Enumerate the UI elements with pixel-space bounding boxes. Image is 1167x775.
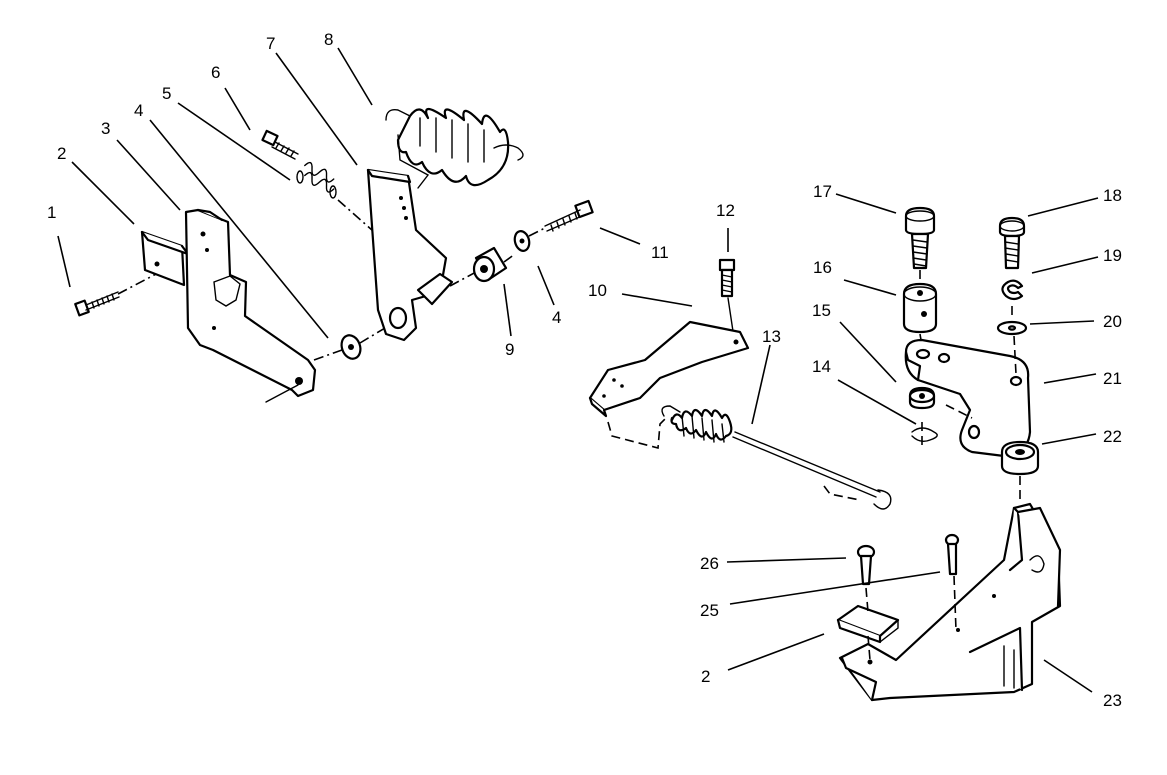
- part-20-washer: [996, 320, 1028, 336]
- part-25-rivet: [944, 533, 960, 576]
- part-19-eclip: [1001, 279, 1024, 301]
- callout-labels: 1 2 3 4 5 6 7 8 9 4 11 12 10 13 14 15 16…: [47, 30, 1122, 710]
- callout-13: 13: [762, 327, 781, 346]
- right-assembly: [836, 206, 1062, 702]
- part-2-clip-b: [836, 604, 900, 644]
- callout-8: 8: [324, 30, 333, 49]
- callout-4: 4: [134, 101, 143, 120]
- part-23-bracket: [838, 502, 1062, 702]
- callout-14: 14: [812, 357, 831, 376]
- part-11-bolt: [544, 199, 594, 232]
- callout-9: 9: [505, 340, 514, 359]
- left-assembly: [74, 107, 594, 403]
- part-9-spacer: [472, 246, 508, 283]
- callout-22: 22: [1103, 427, 1122, 446]
- callout-23: 23: [1103, 691, 1122, 710]
- callout-19: 19: [1103, 246, 1122, 265]
- part-1-screw: [74, 291, 120, 317]
- part-22-bushing: [1000, 440, 1040, 476]
- part-12-bolt: [718, 258, 736, 298]
- callout-1: 1: [47, 203, 56, 222]
- callout-17: 17: [813, 182, 832, 201]
- callout-18: 18: [1103, 186, 1122, 205]
- callout-2: 2: [57, 144, 66, 163]
- callout-11: 11: [651, 243, 669, 262]
- callout-26: 26: [700, 554, 719, 573]
- callout-21: 21: [1103, 369, 1122, 388]
- part-18-bolt: [998, 216, 1026, 270]
- part-14-clip: [911, 422, 938, 446]
- part-5-spring: [296, 161, 337, 199]
- middle-assembly: [588, 258, 892, 510]
- part-10-link: [588, 320, 750, 418]
- part-26-rivet: [856, 544, 876, 586]
- part-16-collar: [902, 282, 938, 334]
- part-15-spacer: [908, 386, 936, 410]
- part-7-lever: [366, 168, 454, 342]
- callout-20: 20: [1103, 312, 1122, 331]
- callout-25: 25: [700, 601, 719, 620]
- callout-6: 6: [211, 63, 220, 82]
- callout-7: 7: [266, 34, 275, 53]
- part-17-bolt: [904, 206, 936, 270]
- callout-4b: 4: [552, 308, 561, 327]
- callout-2b: 2: [701, 667, 710, 686]
- callout-10: 10: [588, 281, 607, 300]
- callout-15: 15: [812, 301, 831, 320]
- callout-16: 16: [813, 258, 832, 277]
- leader-lines: [57, 47, 1099, 693]
- callout-12: 12: [716, 201, 735, 220]
- callout-5: 5: [162, 84, 171, 103]
- part-3-bracket: [184, 208, 317, 398]
- part-2-clip: [140, 230, 190, 287]
- part-4-washer: [340, 334, 362, 360]
- part-13-spring: [661, 405, 892, 510]
- part-4-washer-b: [513, 230, 531, 252]
- part-8-spring: [385, 107, 524, 189]
- callout-3: 3: [101, 119, 110, 138]
- part-21-plate: [904, 338, 1032, 458]
- part-6-screw: [261, 129, 299, 160]
